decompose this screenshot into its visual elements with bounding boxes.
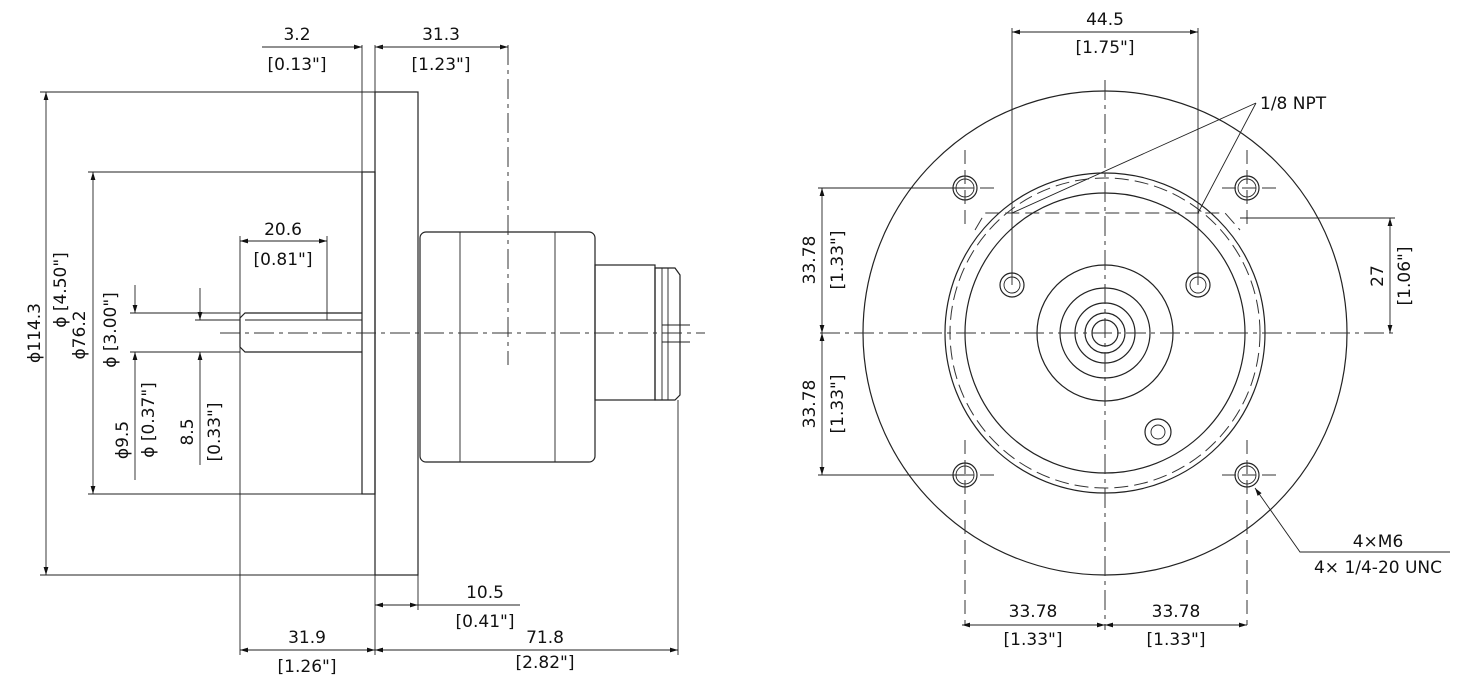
dim-hole-lower: 33.78 xyxy=(800,380,820,429)
svg-text:[1.75"]: [1.75"] xyxy=(1076,38,1135,58)
svg-text:[1.23"]: [1.23"] xyxy=(412,55,471,75)
dim-npt-spacing: 44.5 xyxy=(1086,10,1124,30)
side-view: ϕ114.3 ϕ [4.50"] ϕ76.2 ϕ [3.00"] ϕ9.5 ϕ … xyxy=(25,25,705,677)
dim-bottom-left: 33.78 xyxy=(1009,602,1058,622)
dim-shaft-diameter: ϕ9.5 xyxy=(113,421,133,459)
svg-text:[1.33"]: [1.33"] xyxy=(828,375,848,434)
dim-outer-diameter: ϕ114.3 xyxy=(25,303,45,363)
dim-pilot-diameter: ϕ76.2 xyxy=(70,310,90,359)
svg-text:ϕ [3.00"]: ϕ [3.00"] xyxy=(101,292,121,368)
svg-text:[0.81"]: [0.81"] xyxy=(254,250,313,270)
thread-callout-unc: 4× 1/4-20 UNC xyxy=(1314,558,1442,578)
dim-shaft-length: 31.9 xyxy=(288,628,326,648)
front-view: 44.5 [1.75"] 1/8 NPT 33.78 [1.33"] 33.78… xyxy=(800,10,1450,650)
svg-text:[1.06"]: [1.06"] xyxy=(1395,247,1415,306)
dim-body-offset: 31.3 xyxy=(422,25,460,45)
svg-text:ϕ [4.50"]: ϕ [4.50"] xyxy=(51,252,71,328)
dim-flange-width: 10.5 xyxy=(466,583,504,603)
svg-text:[0.33"]: [0.33"] xyxy=(205,403,225,462)
dim-flat-length: 20.6 xyxy=(264,220,302,240)
dim-hole-upper: 33.78 xyxy=(800,236,820,285)
thread-callout-metric: 4×M6 xyxy=(1353,532,1404,552)
dim-flange-thickness: 3.2 xyxy=(283,25,310,45)
dim-bottom-right: 33.78 xyxy=(1152,602,1201,622)
dim-npt-height: 27 xyxy=(1368,265,1388,287)
svg-text:ϕ [0.37"]: ϕ [0.37"] xyxy=(139,382,159,458)
npt-label: 1/8 NPT xyxy=(1260,94,1327,114)
connector-cap xyxy=(654,267,681,401)
svg-text:[2.82"]: [2.82"] xyxy=(516,653,575,673)
svg-text:[1.33"]: [1.33"] xyxy=(828,231,848,290)
svg-text:[0.41"]: [0.41"] xyxy=(456,612,515,632)
svg-text:[1.26"]: [1.26"] xyxy=(278,657,337,677)
dim-shaft-flat: 8.5 xyxy=(178,418,198,445)
dim-overall-length: 71.8 xyxy=(526,628,564,648)
svg-text:[0.13"]: [0.13"] xyxy=(268,55,327,75)
svg-text:[1.33"]: [1.33"] xyxy=(1147,630,1206,650)
svg-text:[1.33"]: [1.33"] xyxy=(1004,630,1063,650)
